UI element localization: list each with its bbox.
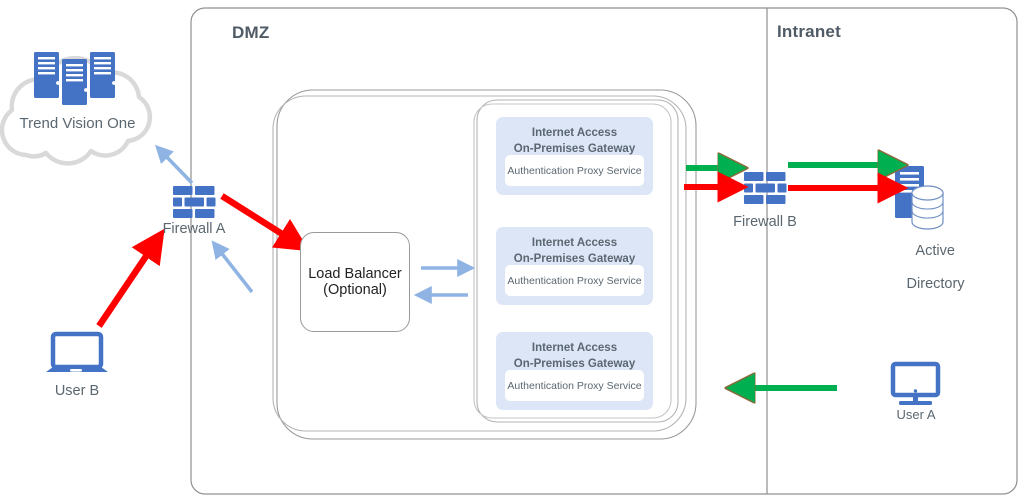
gateway-2-proxy-label: Authentication Proxy Service [507, 274, 642, 287]
gateway-2-proxy-service[interactable]: Authentication Proxy Service [505, 265, 644, 296]
active-directory-icon [895, 166, 944, 230]
flow-firewall-a-to-load-balancer [220, 193, 310, 252]
gateway-1-proxy-service[interactable]: Authentication Proxy Service [505, 155, 644, 186]
dmz-intranet-outer-container [190, 7, 1018, 495]
gateway-2-title: Internet Access On-Premises Gateway [514, 236, 635, 267]
gateway-1-title: Internet Access On-Premises Gateway [514, 126, 635, 157]
gateway-1-proxy-label: Authentication Proxy Service [507, 164, 642, 177]
gateway-1-title-line2: On-Premises Gateway [513, 142, 636, 155]
gateway-card-1[interactable]: Internet Access On-Premises Gateway Auth… [496, 117, 653, 195]
flow-gateway-to-firewall-a [211, 240, 254, 294]
flow-firewall-a-to-cloud [154, 144, 194, 185]
load-balancer-box[interactable]: Load Balancer (Optional) [300, 232, 410, 332]
gateway-2-title-line2: On-Premises Gateway [513, 252, 636, 265]
flow-user-b-to-firewall-a [96, 228, 165, 328]
firewall-brick-icon-b [744, 172, 787, 204]
gateway-card-3[interactable]: Internet Access On-Premises Gateway Auth… [496, 332, 653, 410]
gateway-card-2[interactable]: Internet Access On-Premises Gateway Auth… [496, 227, 653, 305]
gateway-stack-frame [473, 99, 679, 423]
firewall-brick-icon-a [173, 186, 216, 218]
server-rack-icon [34, 52, 116, 105]
gateway-3-title-line2: On-Premises Gateway [513, 357, 636, 370]
gateway-3-title-line1: Internet Access [531, 342, 618, 354]
gateway-2-title-line1: Internet Access [531, 237, 618, 249]
laptop-icon [46, 331, 108, 372]
load-balancer-line2: (Optional) [323, 282, 387, 298]
gateway-3-proxy-service[interactable]: Authentication Proxy Service [505, 370, 644, 401]
load-balancer-line1: Load Balancer [308, 266, 402, 282]
load-balancer-caption: Load Balancer (Optional) [308, 266, 402, 298]
gateway-1-title-line1: Internet Access [531, 127, 618, 139]
desktop-monitor-icon [890, 361, 941, 405]
gateway-3-proxy-label: Authentication Proxy Service [507, 379, 642, 392]
gateway-3-title: Internet Access On-Premises Gateway [514, 341, 635, 372]
gateway-cluster-outer-frame [272, 89, 697, 440]
